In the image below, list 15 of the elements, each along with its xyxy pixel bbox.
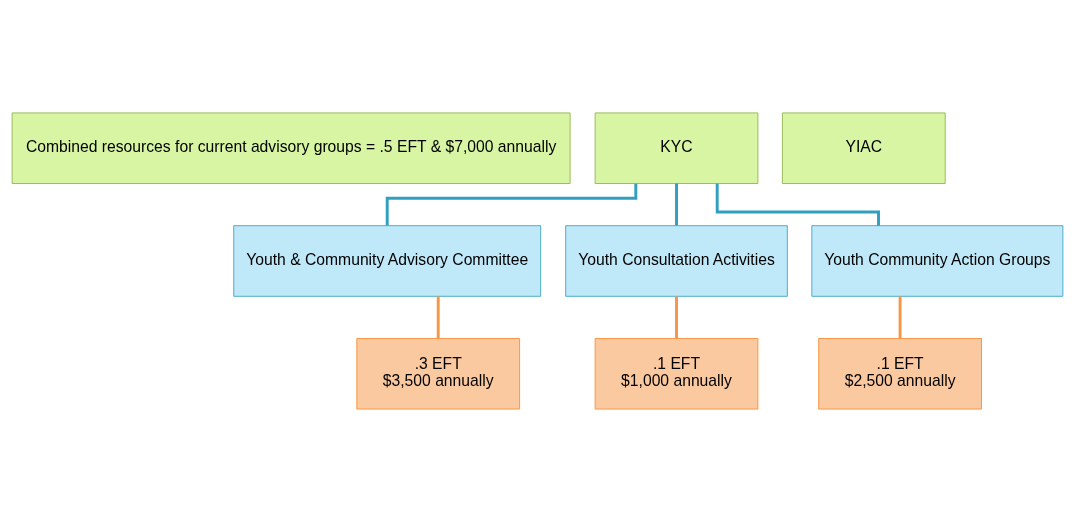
node-box: Youth & Community Advisory Committee xyxy=(233,224,542,297)
connector xyxy=(675,295,678,338)
connector xyxy=(385,183,638,226)
node-box: Combined resources for current advisory groups = .5 EFT & $7,000 annually xyxy=(11,111,571,184)
node-box: Youth Consultation Activities xyxy=(565,224,788,297)
connector xyxy=(715,183,880,226)
node-box: Youth Community Action Groups xyxy=(811,224,1064,297)
connector xyxy=(675,183,678,225)
node-box: .1 EFT $1,000 annually xyxy=(594,337,759,410)
node-box: .3 EFT $3,500 annually xyxy=(356,337,521,410)
node-box: KYC xyxy=(594,111,759,184)
connector xyxy=(898,295,902,338)
node-box: YIAC xyxy=(781,111,946,184)
connector xyxy=(436,295,440,338)
node-box: .1 EFT $2,500 annually xyxy=(818,337,982,410)
